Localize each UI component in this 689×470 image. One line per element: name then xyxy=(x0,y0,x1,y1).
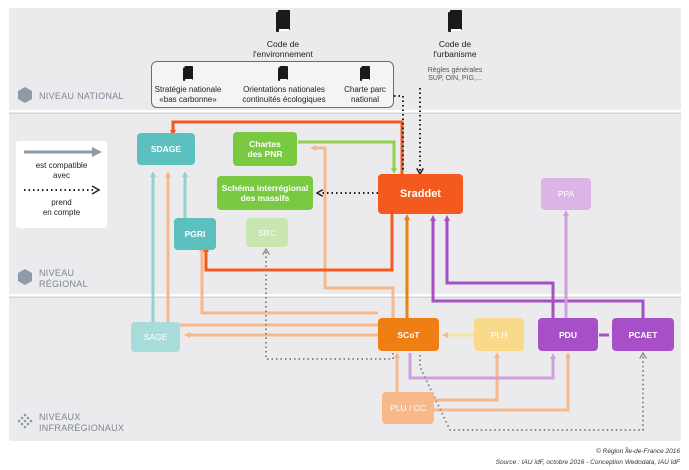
regional-separator xyxy=(9,294,681,296)
arrow-plu-plh xyxy=(430,352,500,402)
box-pdu[interactable]: PDU xyxy=(538,318,598,351)
national-separator xyxy=(9,110,681,112)
box-plh[interactable]: PLH xyxy=(474,318,524,351)
regional-separator-line xyxy=(9,297,681,298)
box-src[interactable]: SRC xyxy=(246,218,288,247)
box-scot[interactable]: SCoT xyxy=(378,318,439,351)
strategie-bas-carbone-label: Stratégie nationale«bas carbonne» xyxy=(154,85,222,104)
hexagon-icon xyxy=(18,87,32,103)
box-pcaet[interactable]: PCAET xyxy=(612,318,674,351)
legend-prend-arrow xyxy=(24,185,101,195)
arrow-plu-pdu-purple xyxy=(408,353,556,380)
book-icon xyxy=(183,66,193,81)
book-icon xyxy=(278,66,288,81)
box-pgri[interactable]: PGRI xyxy=(174,218,216,250)
book-icon xyxy=(276,10,290,32)
arrow-scot-chartes xyxy=(310,145,395,318)
dotted-env-sraddet xyxy=(394,95,404,171)
box-sraddet[interactable]: Sraddet xyxy=(378,174,463,214)
box-plu-cc[interactable]: PLU / CC xyxy=(382,392,434,424)
arrow-plu-pdu xyxy=(430,352,571,412)
footer-copyright: © Région Île-de-France 2016 xyxy=(596,448,680,455)
hexagon-icon xyxy=(18,269,32,285)
legend-compatible-arrow xyxy=(24,147,102,157)
arrow-pdu-sraddet xyxy=(444,215,555,318)
dotted-scot-src xyxy=(266,252,394,360)
footer-source: Source : IAU îdF, octobre 2016 - Concept… xyxy=(495,459,680,466)
level-national-label: NIVEAU NATIONAL xyxy=(39,91,124,101)
arrow-pcaet-sraddet xyxy=(430,215,645,318)
hexagon-dots-icon xyxy=(17,413,33,429)
arrow-sraddet-sdage xyxy=(170,120,404,175)
box-ppa[interactable]: PPA xyxy=(541,178,591,210)
book-icon xyxy=(360,66,370,81)
dotted-plu-pcaet xyxy=(419,355,643,431)
arrow-scot-pgri xyxy=(199,246,378,315)
box-sage[interactable]: SAGE xyxy=(131,322,180,352)
book-icon xyxy=(448,10,462,32)
box-sdage[interactable]: SDAGE xyxy=(137,133,195,165)
national-separator-line xyxy=(9,113,681,114)
arrow-chartes-sraddet xyxy=(298,140,397,174)
arrow-sraddet-pgri xyxy=(203,213,394,272)
